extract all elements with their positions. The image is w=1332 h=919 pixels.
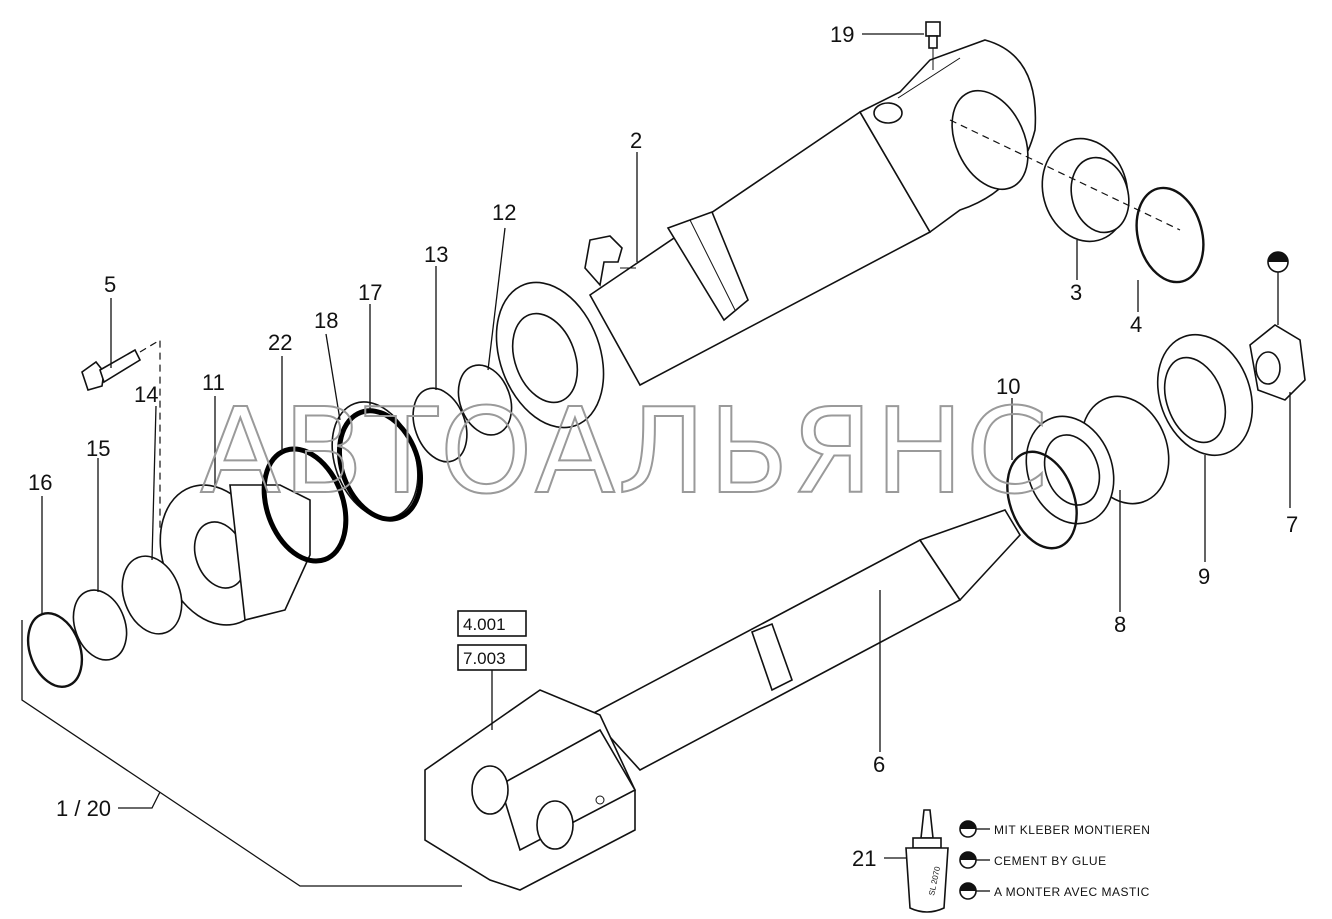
watermark: АВТОАЛЬЯНС	[200, 382, 1050, 520]
label-17: 17	[358, 280, 382, 305]
label-21: 21	[852, 846, 876, 871]
hex-nut	[1249, 251, 1306, 401]
o-ring-17	[336, 408, 424, 522]
guide-ring	[1156, 333, 1254, 457]
piston-rod	[424, 509, 1021, 891]
label-1-20: 1 / 20	[56, 796, 111, 821]
bolt	[81, 338, 161, 530]
o-ring-22	[261, 446, 349, 564]
grease-nipple	[925, 21, 941, 70]
label-12: 12	[492, 200, 516, 225]
label-22: 22	[268, 330, 292, 355]
ref-box-1: 4.001	[463, 615, 506, 634]
ring-16	[26, 612, 84, 688]
label-7: 7	[1286, 512, 1298, 537]
glue-tube: SL 2070	[905, 809, 949, 913]
label-2: 2	[630, 128, 642, 153]
cylinder-head	[159, 484, 311, 626]
piston-seal-ring	[1006, 450, 1078, 550]
label-16: 16	[28, 470, 52, 495]
bushing	[949, 119, 1181, 243]
part-number-labels: 19 2 3 4 5 12 13 17 18 22 11 14 15 16 10…	[28, 22, 1298, 871]
label-8: 8	[1114, 612, 1126, 637]
label-15: 15	[86, 436, 110, 461]
label-9: 9	[1198, 564, 1210, 589]
reference-boxes: 4.001 7.003	[457, 610, 527, 671]
bushing-15	[72, 589, 128, 661]
legend-item-3: A MONTER AVEC MASTIC	[959, 882, 1150, 900]
wiper-14	[121, 555, 183, 635]
label-14: 14	[134, 382, 158, 407]
ring-13	[412, 387, 468, 463]
cylinder-tube	[495, 39, 1037, 429]
label-18: 18	[314, 308, 338, 333]
label-4: 4	[1130, 312, 1142, 337]
label-6: 6	[873, 752, 885, 777]
circlip	[1135, 186, 1205, 284]
leader-lines	[21, 33, 1291, 887]
svg-text:A MONTER AVEC MASTIC: A MONTER AVEC MASTIC	[994, 885, 1150, 899]
svg-text:MIT KLEBER MONTIEREN: MIT KLEBER MONTIEREN	[994, 823, 1150, 837]
label-13: 13	[424, 242, 448, 267]
ref-box-2: 7.003	[463, 649, 506, 668]
legend: MIT KLEBER MONTIEREN CEMENT BY GLUE A MO…	[959, 820, 1150, 900]
svg-text:CEMENT BY GLUE: CEMENT BY GLUE	[994, 854, 1107, 868]
label-19: 19	[830, 22, 854, 47]
label-5: 5	[104, 272, 116, 297]
label-10: 10	[996, 374, 1020, 399]
legend-item-2: CEMENT BY GLUE	[959, 851, 1107, 869]
ring-12	[457, 364, 513, 436]
label-11: 11	[202, 370, 225, 395]
piston	[1025, 395, 1170, 525]
legend-item-1: MIT KLEBER MONTIEREN	[959, 820, 1150, 838]
label-3: 3	[1070, 280, 1082, 305]
